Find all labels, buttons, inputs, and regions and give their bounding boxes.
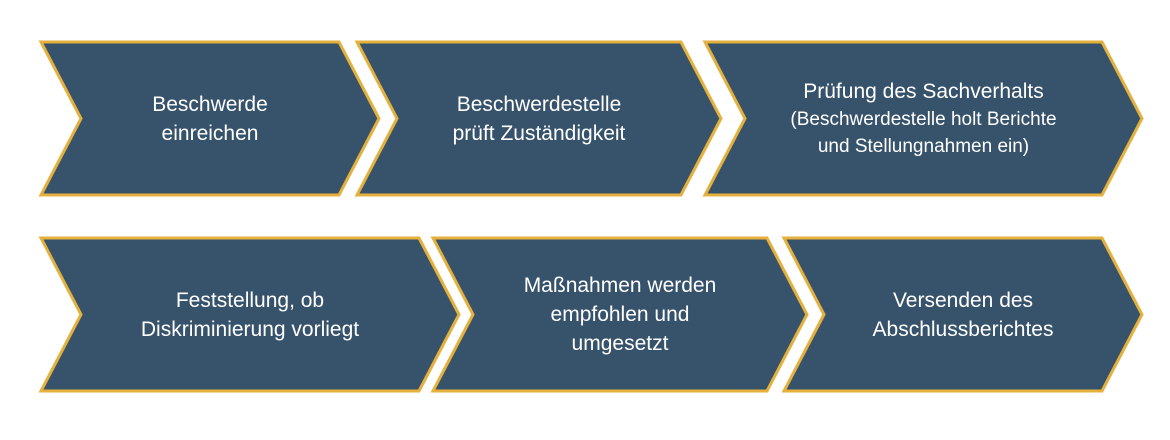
chevron-step-1 (38, 40, 381, 197)
chevron-step-3 (702, 40, 1144, 197)
chevron-step-4 (38, 236, 461, 393)
chevron-step-6 (781, 236, 1144, 393)
chevron-step-2 (354, 40, 723, 197)
chevron-step-5 (430, 236, 809, 393)
